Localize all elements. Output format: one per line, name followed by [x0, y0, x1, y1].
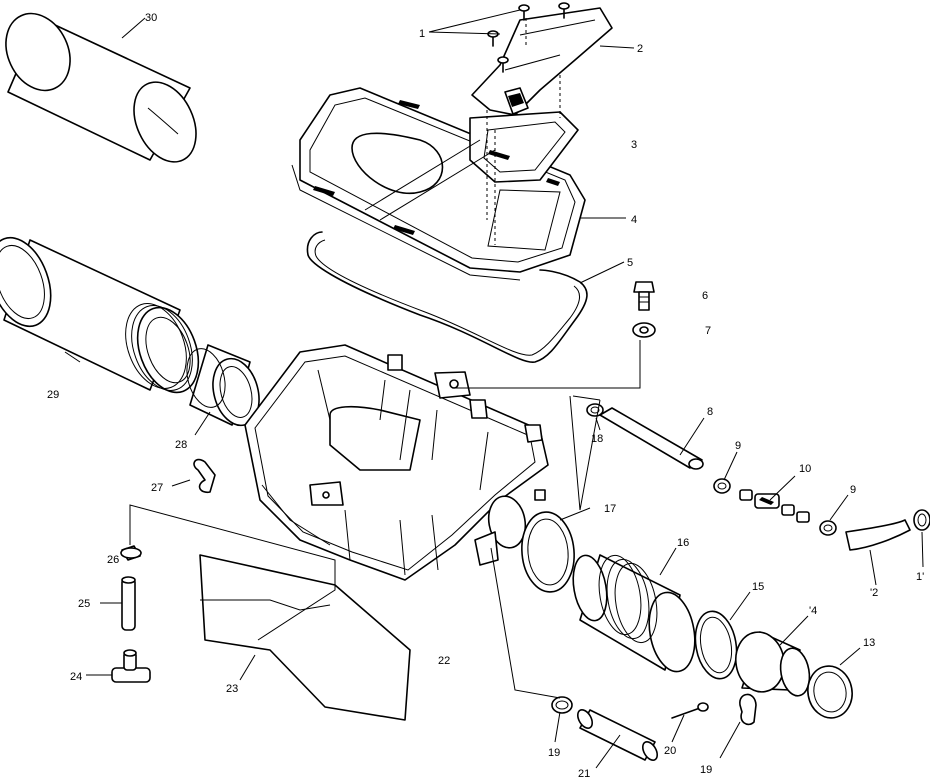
- callout-20: 20: [664, 745, 676, 757]
- callout-13: 13: [863, 637, 875, 649]
- part-2-snorkel: [471, 7, 613, 116]
- part-11-clamp: [913, 509, 930, 531]
- callout-26: 26: [107, 554, 119, 566]
- part-3-airbox-cover: [291, 87, 586, 281]
- part-24-t-fitting: [111, 649, 151, 683]
- callout-3: 3: [631, 139, 637, 151]
- callout-6: 6: [702, 290, 708, 302]
- callout-12: '2: [870, 587, 878, 599]
- part-30-prefilter: [5, 12, 197, 163]
- callout-5: 5: [627, 257, 633, 269]
- callout-25: 25: [78, 598, 90, 610]
- part-21-hose: [576, 709, 659, 761]
- part-12-hose: [845, 519, 911, 551]
- part-1-screws: [487, 2, 570, 73]
- callout-17: 17: [604, 503, 616, 515]
- part-25-drain-tube: [121, 576, 136, 631]
- callout-23: 23: [226, 683, 238, 695]
- callout-8: 8: [707, 406, 713, 418]
- part-28-filter-ring: [186, 344, 260, 427]
- callout-15: 15: [752, 581, 764, 593]
- part-14-reducer: [734, 631, 811, 697]
- callout-9a: 9: [735, 440, 741, 452]
- part-19-clip-b: [739, 693, 757, 726]
- callout-19a: 19: [548, 747, 560, 759]
- part-10-check-valve: [739, 489, 810, 523]
- callout-27: 27: [151, 482, 163, 494]
- part-26-drain-cap: [120, 545, 142, 561]
- part-7-washer: [632, 322, 656, 338]
- callout-29: 29: [47, 389, 59, 401]
- leader-lines: [64, 9, 924, 769]
- mounting-guide-lines: [486, 18, 561, 245]
- part-15-clamp: [694, 610, 738, 680]
- callout-19b: 19: [700, 764, 712, 776]
- callout-2: 2: [637, 43, 643, 55]
- callout-7: 7: [705, 325, 711, 337]
- part-9-clamps: [713, 478, 837, 536]
- callout-18: 18: [591, 433, 603, 445]
- callout-22: 22: [438, 655, 450, 667]
- part-5-cover-seal: [306, 231, 588, 363]
- part-16-intake-boot: [572, 554, 696, 673]
- callout-4: 4: [631, 214, 637, 226]
- callout-21: 21: [578, 768, 590, 779]
- part-23-panel: [199, 554, 411, 721]
- part-27-clip: [193, 458, 216, 494]
- part-17-seal: [521, 511, 575, 593]
- part-20-pin: [671, 702, 709, 719]
- part-6-bolt: [633, 281, 655, 311]
- callout-labels: 1 2 3 4 5 6 7 8 9 9 10 1' '2 13 '4 15 16…: [47, 12, 924, 779]
- callout-16: 16: [677, 537, 689, 549]
- part-13-clamp: [807, 665, 853, 719]
- callout-30: 30: [145, 12, 157, 24]
- callout-9b: 9: [850, 484, 856, 496]
- callout-14: '4: [809, 605, 817, 617]
- callout-1: 1: [419, 28, 425, 40]
- part-19-clamp-a: [551, 696, 573, 714]
- callout-10: 10: [799, 463, 811, 475]
- callout-28: 28: [175, 439, 187, 451]
- part-airbox-body: [244, 344, 549, 581]
- callout-24: 24: [70, 671, 82, 683]
- part-8-hose: [599, 407, 704, 470]
- callout-11: 1': [916, 571, 924, 583]
- part-29-air-filter: [0, 236, 200, 394]
